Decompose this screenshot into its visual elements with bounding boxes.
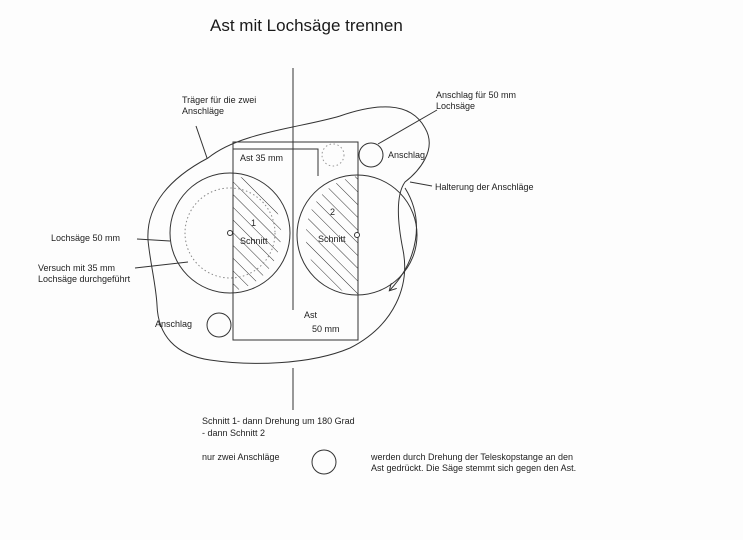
branch-rectangle: [232, 141, 359, 341]
diagram-title: Ast mit Lochsäge trennen: [210, 16, 403, 35]
label-ast50-line1: Ast: [304, 310, 318, 320]
label-cut1: Schnitt: [240, 236, 268, 246]
label-lochsaege50: Lochsäge 50 mm: [51, 233, 121, 243]
hole-saw-50-circle-left: [169, 172, 291, 294]
leader-halterung: [409, 181, 433, 187]
legend-stop-circle: [311, 449, 337, 475]
label-schnitt-line1: Schnitt 1- dann Drehung um 180 Grad: [202, 416, 355, 426]
stop-circle-dotted: [321, 143, 345, 167]
stop-circle-top: [358, 142, 384, 168]
leader-versuch: [134, 261, 189, 269]
hole-saw-35-dotted-circle: [184, 187, 276, 279]
label-ast35: Ast 35 mm: [240, 153, 284, 163]
holder-carrier-outline: [147, 106, 430, 364]
label-anschlag50-line2: Lochsäge: [436, 101, 476, 111]
hole-saw-50-circle-right: [296, 174, 418, 296]
label-schnitt-line2: - dann Schnitt 2: [202, 428, 266, 438]
label-anschlag-bottom: Anschlag: [155, 319, 193, 329]
rotation-arrow: [390, 187, 417, 290]
label-werden-line1: werden durch Drehung der Teleskopstange …: [371, 452, 573, 462]
label-versuch-line1: Versuch mit 35 mm: [38, 263, 116, 273]
label-traeger-line2: Anschläge: [182, 106, 225, 116]
hatch-cut-2: [305, 176, 358, 295]
hatch-cut-1: [233, 175, 282, 291]
label-halterung: Halterung der Anschläge: [435, 182, 534, 192]
branch-35-step: [233, 148, 319, 176]
label-cut2: Schnitt: [318, 234, 346, 244]
leader-lochsaege50: [136, 238, 171, 242]
label-werden-line2: Ast gedrückt. Die Säge stemmt sich gegen…: [371, 463, 577, 473]
label-anschlag50-line1: Anschlag für 50 mm: [436, 90, 517, 100]
label-cut2-number: 2: [330, 207, 336, 217]
label-traeger-line1: Träger für die zwei: [182, 95, 257, 105]
label-versuch-line2: Lochsäge durchgeführt: [38, 274, 131, 284]
leader-traeger: [195, 125, 208, 159]
label-cut1-number: 1: [251, 218, 257, 228]
label-ast50-line2: 50 mm: [312, 324, 340, 334]
leader-anschlag50: [377, 109, 438, 145]
label-anschlag-top: Anschlag: [388, 150, 426, 160]
center-point-right: [354, 232, 360, 238]
stop-circle-bottom: [206, 312, 232, 338]
label-nur-zwei-anschlaege: nur zwei Anschläge: [202, 452, 280, 462]
center-point-left: [227, 230, 233, 236]
